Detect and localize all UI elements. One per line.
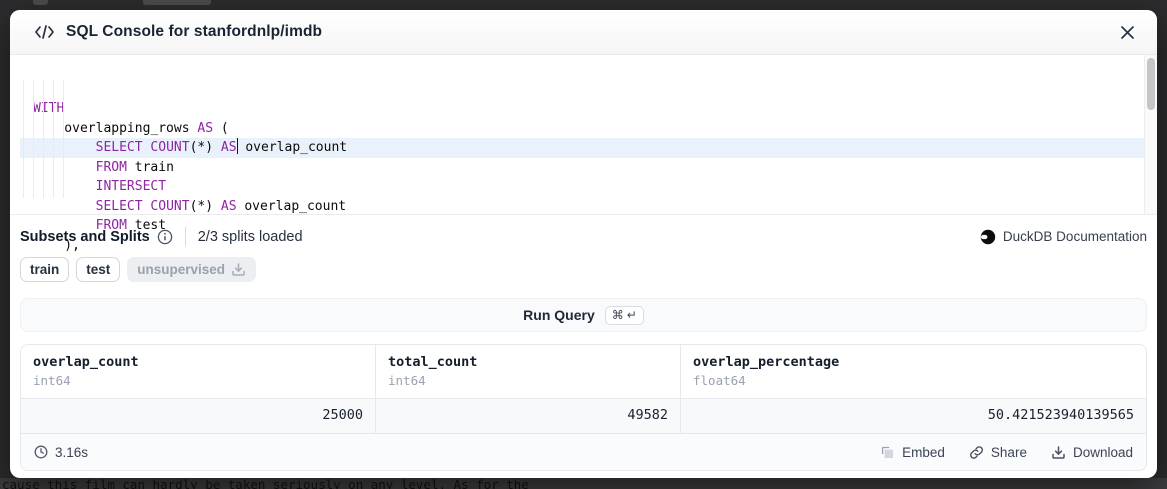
action-label: Download: [1072, 444, 1133, 460]
action-label: Embed: [902, 444, 945, 460]
code-line: SELECT COUNT(*) AS overlap_count: [20, 138, 1157, 158]
run-query-label: Run Query: [523, 307, 595, 323]
background-page-strip: cause this film can hardly be taken seri…: [0, 478, 1167, 489]
split-chip-unsupervised[interactable]: unsupervised: [127, 257, 257, 282]
table-cell: 50.421523940139565: [987, 407, 1134, 423]
close-icon[interactable]: [1115, 20, 1139, 44]
query-duration-value: 3.16s: [55, 444, 89, 460]
run-query-button[interactable]: Run Query ⌘ ↵: [20, 298, 1147, 332]
code-line: overlapping_rows AS (: [33, 120, 229, 136]
splits-loaded-status: 2/3 splits loaded: [197, 228, 303, 245]
duckdb-documentation-link[interactable]: DuckDB Documentation: [980, 229, 1147, 245]
shortcut-key: ⌘: [611, 307, 624, 322]
column-header-overlap_count: overlap_count int64: [21, 345, 376, 398]
results-footer: 3.16s Embed Share Download: [21, 434, 1146, 470]
subsets-splits-title: Subsets and Splits: [20, 228, 150, 245]
link-icon: [969, 445, 984, 460]
action-label: Share: [990, 444, 1027, 460]
code-line: ),: [33, 237, 80, 253]
modal-header: SQL Console for stanfordnlp/imdb: [10, 10, 1157, 55]
code-line: INTERSECT: [95, 179, 167, 194]
split-chips-row: train test unsupervised: [20, 257, 1147, 282]
results-actions: Embed Share Download: [880, 445, 1133, 460]
column-name: total_count: [388, 354, 478, 370]
sql-editor[interactable]: WITH overlapping_rows AS ( SELECT COUNT(…: [10, 55, 1157, 253]
download-icon: [231, 262, 246, 277]
share-button[interactable]: Share: [969, 445, 1027, 460]
table-cell: 25000: [21, 399, 376, 433]
code-line: WITH: [33, 101, 65, 116]
clock-icon: [34, 445, 48, 459]
column-name: overlap_count: [33, 354, 139, 370]
column-header-overlap_percentage: overlap_percentage float64: [681, 345, 1146, 398]
query-duration: 3.16s: [34, 445, 88, 460]
column-header-total_count: total_count int64: [376, 345, 681, 398]
code-icon: [34, 24, 55, 40]
duckdb-logo-icon: [980, 229, 996, 245]
column-type: int64: [33, 373, 71, 388]
split-chip-test[interactable]: test: [76, 257, 121, 282]
editor-scrollbar-thumb[interactable]: [1147, 58, 1155, 110]
sql-console-modal: SQL Console for stanfordnlp/imdb WITH ov…: [10, 10, 1157, 478]
download-button[interactable]: Download: [1051, 445, 1133, 460]
editor-scrollbar[interactable]: [1144, 55, 1157, 214]
download-icon: [1051, 445, 1066, 460]
background-page-text: cause this film can hardly be taken seri…: [2, 478, 529, 489]
code-line: FROM train: [95, 159, 174, 175]
code-line: SELECT COUNT(*) AS overlap_count: [95, 198, 347, 214]
sql-code: WITH overlapping_rows AS ( SELECT COUNT(…: [20, 99, 1157, 255]
divider: [184, 227, 186, 246]
split-chip-label: train: [30, 262, 60, 277]
table-cell: 49582: [376, 399, 681, 433]
split-chip-train[interactable]: train: [20, 257, 70, 282]
split-chip-label: test: [86, 262, 111, 277]
code-line: FROM test: [95, 218, 167, 233]
background-artifact: [33, 0, 48, 5]
column-type: float64: [693, 373, 746, 388]
embed-button[interactable]: Embed: [880, 445, 945, 460]
split-chip-label: unsupervised: [137, 262, 226, 277]
splits-meta-row: Subsets and Splits 2/3 splits loaded Duc…: [20, 227, 1147, 246]
text-cursor: [236, 138, 238, 154]
info-icon[interactable]: [157, 229, 173, 245]
modal-body: Subsets and Splits 2/3 splits loaded Duc…: [10, 215, 1157, 471]
background-artifact: [143, 0, 211, 5]
modal-title: SQL Console for stanfordnlp/imdb: [66, 23, 323, 40]
column-name: overlap_percentage: [693, 354, 840, 370]
duckdb-documentation-label: DuckDB Documentation: [1002, 229, 1147, 244]
column-type: int64: [388, 373, 426, 388]
keyboard-shortcut-badge: ⌘ ↵: [604, 305, 644, 325]
embed-icon: [880, 445, 895, 460]
shortcut-key: ↵: [626, 307, 637, 322]
